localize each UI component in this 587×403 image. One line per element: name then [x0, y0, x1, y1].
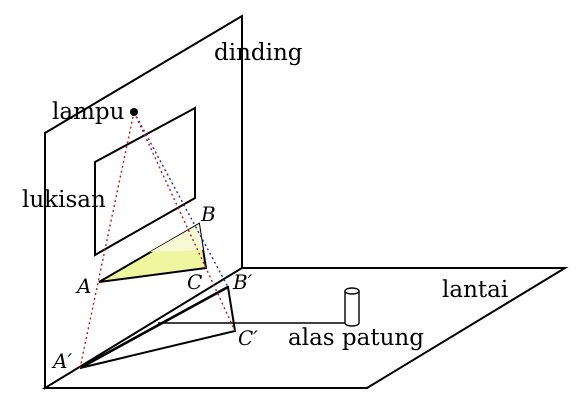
ray-lamp-to-c-prime: [133, 111, 236, 332]
point-c-prime-label: C′: [238, 326, 258, 350]
wall-label: dinding: [214, 40, 303, 66]
point-a-label: A: [75, 274, 91, 298]
ray-lamp-to-b-prime: [133, 111, 229, 288]
point-b-label: B: [200, 202, 216, 226]
point-b-prime-label: B′: [232, 270, 253, 294]
shadow-edge-ab: [79, 285, 229, 370]
lamp-label: lampu: [52, 99, 124, 125]
painting-label: lukisan: [22, 187, 106, 213]
point-a-prime-label: A′: [51, 349, 72, 373]
pedestal-cylinder: [344, 287, 360, 327]
floor-label: lantai: [442, 277, 508, 303]
triangle-abc-highlight: [150, 224, 203, 252]
ray-lamp-to-a-prime: [79, 111, 135, 369]
lamp-point: [130, 108, 138, 116]
pedestal-label: alas patung: [288, 325, 424, 351]
painting-frame: [94, 106, 196, 257]
point-c-label: C: [187, 270, 202, 294]
